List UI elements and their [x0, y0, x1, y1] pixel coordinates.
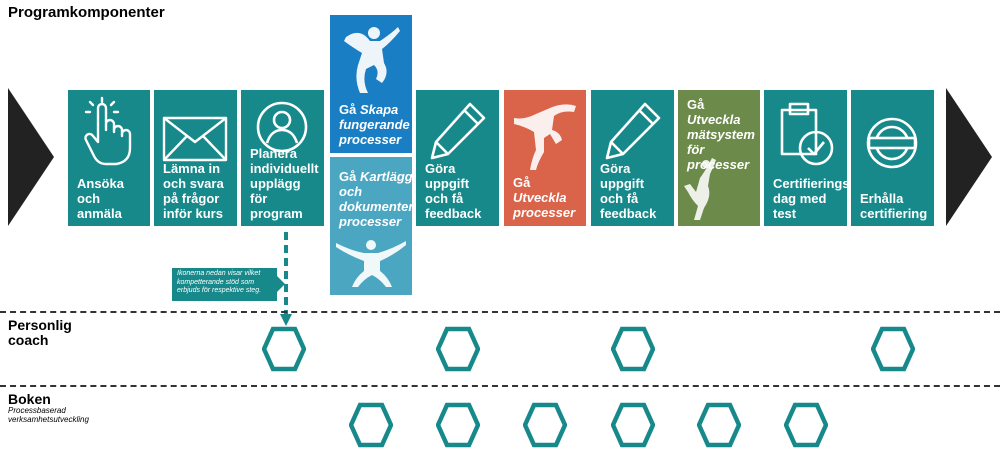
row-label-coach: Personlig coach: [8, 317, 72, 348]
coach-hexagon-icon: [871, 326, 915, 372]
step-ansoka[interactable]: Ansöka och anmäla: [68, 90, 150, 226]
step-planera[interactable]: Planera individuellt upplägg för program: [241, 90, 324, 226]
step-label: Göra uppgift och få feedback: [425, 161, 482, 221]
step-gora-uppgift-1[interactable]: Göra uppgift och få feedback: [416, 90, 499, 226]
boken-hexagon-icon: [436, 402, 480, 448]
breakdancer-icon: [514, 104, 576, 170]
connector-arrow: [280, 232, 292, 326]
step-erhalla-certifiering[interactable]: Erhålla certifiering: [851, 90, 934, 226]
hand-pointer-icon: [84, 96, 132, 166]
step-utveckla[interactable]: Gå Utveckla processer: [504, 90, 586, 226]
skapa-label: Gå Skapa fungerande processer: [339, 102, 410, 147]
boken-hexagon-icon: [697, 402, 741, 448]
page-title: Programkomponenter: [8, 4, 165, 21]
step-label: Certifierings-dag med test: [773, 176, 854, 221]
step-label: Ansöka och anmäla: [77, 176, 124, 221]
note-arrow: [277, 276, 285, 292]
coach-hexagon-icon: [436, 326, 480, 372]
boken-hexagon-icon: [784, 402, 828, 448]
step-label: Erhålla certifiering: [860, 191, 928, 221]
step-label: Göra uppgift och få feedback: [600, 161, 657, 221]
jumping-person-icon: [344, 27, 400, 93]
user-icon: [256, 101, 308, 153]
step-certifieringsdag[interactable]: Certifierings-dag med test: [764, 90, 854, 226]
jumping-person-icon: [684, 158, 716, 220]
coach-hexagon-icon: [611, 326, 655, 372]
step-skapa[interactable]: Gå Skapa fungerande processer: [330, 15, 412, 153]
step-lamna-in[interactable]: Lämna in och svara på frågor inför kurs: [154, 90, 237, 226]
kartlagga-label: Gå Kartlägga och dokumentera processer: [339, 169, 421, 229]
row-label-boken: Boken: [8, 391, 51, 407]
coach-hexagon-icon: [262, 326, 306, 372]
envelope-icon: [162, 116, 228, 162]
arrow-end-icon: [946, 88, 992, 226]
utveckla-label: Gå Utveckla processer: [513, 175, 576, 220]
matsystem-label: Gå Utveckla mätsystem för processer: [687, 97, 755, 172]
boken-hexagon-icon: [349, 402, 393, 448]
pencil-icon: [430, 102, 486, 160]
row-sub-boken: Processbaserad verksamhetsutveckling: [8, 406, 89, 424]
divider-coach: [0, 311, 1000, 313]
note-callout: Ikonerna nedan visar vilket kompetterand…: [172, 268, 277, 301]
step-kartlagga[interactable]: Gå Kartlägga och dokumentera processer: [330, 157, 421, 295]
divider-boken: [0, 385, 1000, 387]
step-gora-uppgift-2[interactable]: Göra uppgift och få feedback: [591, 90, 674, 226]
clipboard-check-icon: [780, 102, 834, 166]
pencil-icon: [605, 102, 661, 160]
arrow-start-icon: [8, 88, 54, 226]
step-label: Lämna in och svara på frågor inför kurs: [163, 161, 224, 221]
boken-hexagon-icon: [611, 402, 655, 448]
step-matsystem[interactable]: Gå Utveckla mätsystem för processer: [678, 90, 760, 226]
certification-seal-icon: [866, 117, 918, 169]
jumping-person-icon: [336, 240, 406, 287]
step-label: Planera individuellt upplägg för program: [250, 146, 319, 221]
boken-hexagon-icon: [523, 402, 567, 448]
